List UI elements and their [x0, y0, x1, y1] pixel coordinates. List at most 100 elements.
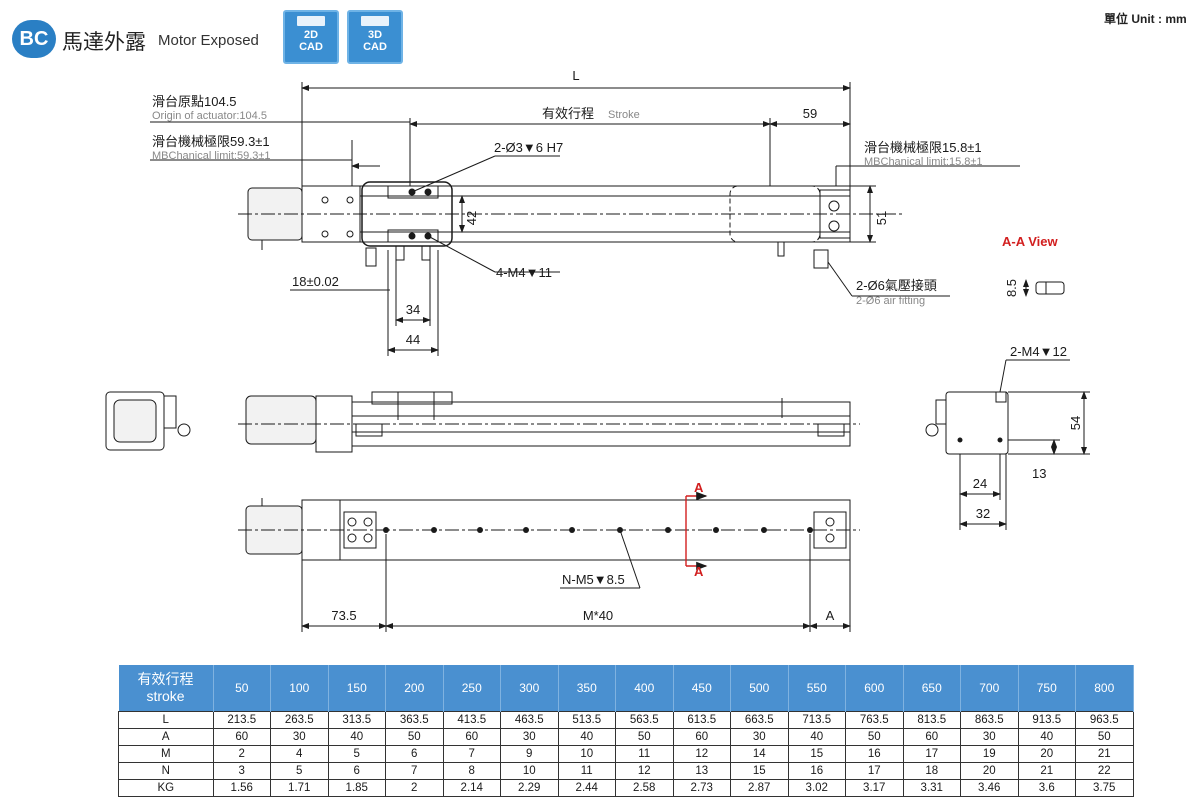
stroke-col: 650 [903, 665, 961, 712]
dim-51: 51 [874, 211, 889, 225]
origin-label-en: Origin of actuator:104.5 [152, 110, 267, 122]
table-cell: 9 [500, 745, 559, 763]
row-label: L [118, 711, 214, 729]
stroke-col: 600 [845, 665, 904, 712]
table-cell: 8 [442, 762, 501, 780]
table-cell: 1.71 [270, 779, 329, 797]
table-cell: 2 [385, 779, 444, 797]
table-cell: 2.58 [615, 779, 674, 797]
table-cell: 40 [327, 728, 386, 746]
fitting-label-en: 2-Ø6 air fitting [856, 295, 925, 307]
table-cell: 11 [557, 762, 616, 780]
table-cell: 10 [500, 762, 559, 780]
table-cell: 413.5 [442, 711, 501, 729]
row-label: M [118, 745, 214, 763]
table-cell: 14 [730, 745, 789, 763]
table-cell: 2.73 [672, 779, 731, 797]
stroke-label-cn: 有效行程 [542, 106, 594, 121]
cad-3d-button[interactable]: 3D CAD [347, 10, 403, 64]
table-cell: 60 [902, 728, 961, 746]
dim-42: 42 [464, 211, 479, 225]
table-cell: 60 [672, 728, 731, 746]
section-aa-view [1023, 279, 1065, 297]
title-chinese: 馬達外露 [62, 31, 146, 54]
table-header-stroke: 有效行程 stroke [118, 665, 214, 712]
stroke-label-en: Stroke [608, 109, 640, 121]
top-view [150, 82, 1020, 356]
table-cell: 713.5 [787, 711, 846, 729]
table-cell: 563.5 [615, 711, 674, 729]
cad-2d-button[interactable]: 2D CAD [283, 10, 339, 64]
table-cell: 663.5 [730, 711, 789, 729]
stroke-col: 800 [1075, 665, 1134, 712]
table-cell: 22 [1075, 762, 1134, 780]
table-cell: 15 [787, 745, 846, 763]
stroke-col: 50 [213, 665, 271, 712]
left-end-view [105, 391, 191, 451]
table-cell: 463.5 [500, 711, 559, 729]
table-cell: 2.29 [500, 779, 559, 797]
table-cell: 60 [442, 728, 501, 746]
table-cell: 40 [1017, 728, 1076, 746]
mech-limit-right-cn: 滑台機械極限15.8±1 [864, 140, 982, 155]
mech-limit-left-cn: 滑台機械極限59.3±1 [152, 134, 270, 149]
dim-44: 44 [406, 332, 420, 347]
unit-label: 單位 Unit : mm [1104, 12, 1187, 26]
dim-73-5: 73.5 [331, 608, 356, 623]
mech-limit-left-en: MBChanical limit:59.3±1 [152, 150, 271, 162]
table-cell: 20 [1017, 745, 1076, 763]
tap-m5-label: N-M5▼8.5 [562, 572, 625, 587]
technical-drawing: L 有效行程 Stroke 59 滑台原點104.5 Origin of act… [105, 68, 1090, 632]
table-header-row: 有效行程 stroke 50 100 150 200 250 300 350 4… [118, 665, 1134, 712]
series-badge: BC [12, 20, 56, 58]
dim-24: 24 [973, 476, 987, 491]
table-cell: 21 [1075, 745, 1134, 763]
spec-table: 有效行程 stroke 50 100 150 200 250 300 350 4… [118, 665, 1134, 797]
table-cell: 50 [615, 728, 674, 746]
table-cell: 913.5 [1017, 711, 1076, 729]
table-cell: 21 [1017, 762, 1076, 780]
table-cell: 18 [902, 762, 961, 780]
table-cell: 963.5 [1075, 711, 1134, 729]
dim-A: A [826, 608, 835, 623]
table-cell: 15 [730, 762, 789, 780]
table-cell: 6 [385, 745, 444, 763]
table-cell: 3.17 [845, 779, 904, 797]
table-cell: 17 [845, 762, 904, 780]
row-label: N [118, 762, 214, 780]
stroke-col: 350 [558, 665, 616, 712]
table-cell: 19 [960, 745, 1019, 763]
table-cell: 363.5 [385, 711, 444, 729]
dim-18: 18±0.02 [292, 274, 339, 289]
table-cell: 60 [212, 728, 271, 746]
dim-54: 54 [1068, 416, 1083, 430]
table-cell: 50 [845, 728, 904, 746]
table-cell: 30 [270, 728, 329, 746]
tap-m4-11-label: 4-M4▼11 [496, 265, 552, 280]
dim-34: 34 [406, 302, 420, 317]
floppy-icon [361, 16, 389, 26]
row-label: KG [118, 779, 214, 797]
table-cell: 2.14 [442, 779, 501, 797]
table-cell: 12 [615, 762, 674, 780]
dim-59: 59 [803, 106, 817, 121]
page-header: BC 馬達外露 Motor Exposed 2D CAD 3D CAD 單位 U… [8, 8, 1198, 64]
pin-hole-label: 2-Ø3▼6 H7 [494, 140, 563, 155]
table-cell: 3.75 [1075, 779, 1134, 797]
section-mark-bottom: A [694, 564, 704, 579]
stroke-col: 400 [615, 665, 674, 712]
table-cell: 1.85 [327, 779, 386, 797]
stroke-col: 250 [443, 665, 501, 712]
floppy-icon [297, 16, 325, 26]
table-cell: 2 [212, 745, 271, 763]
table-cell: 10 [557, 745, 616, 763]
aa-view-label: A-A View [1002, 234, 1059, 249]
dim-m40: M*40 [583, 608, 613, 623]
table-cell: 263.5 [270, 711, 329, 729]
table-cell: 813.5 [902, 711, 961, 729]
stroke-col: 300 [500, 665, 559, 712]
